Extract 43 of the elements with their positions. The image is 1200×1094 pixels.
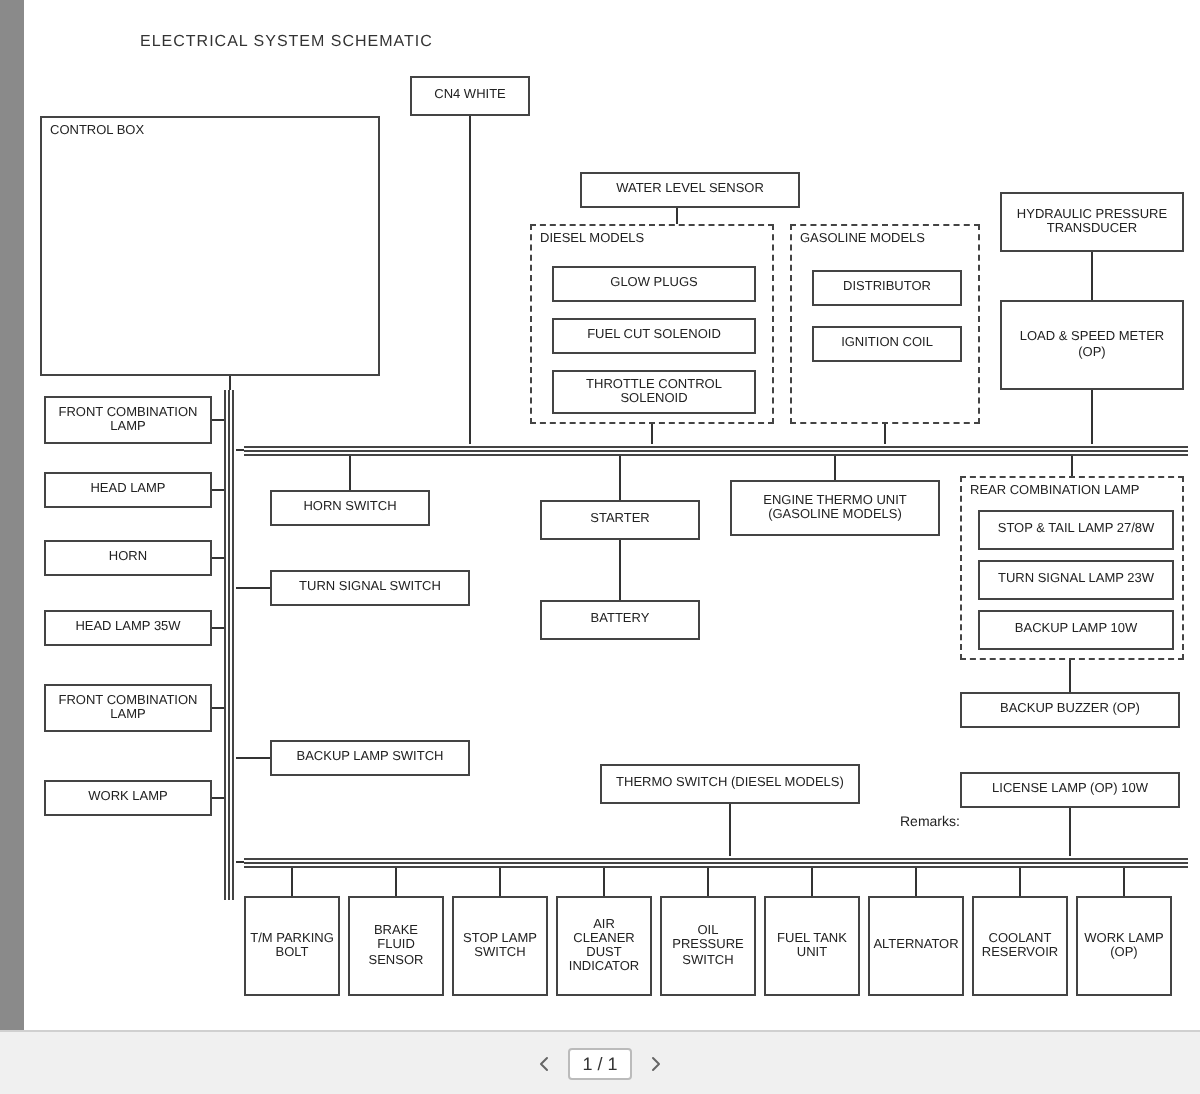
control-box-outline [40,116,380,376]
wire [291,867,293,897]
wire [235,449,245,451]
wire [834,455,836,481]
page-number-field: 1 / 1 [568,1048,632,1080]
wire [1091,389,1093,445]
wire [211,489,225,491]
wire [603,867,605,897]
wire [1091,251,1093,301]
wire [211,797,225,799]
wire [619,539,621,601]
wire [729,803,731,857]
wire [395,867,397,897]
model-group-outline [960,476,1184,660]
model-group-outline [790,224,980,424]
wire [676,207,678,225]
wire [211,707,225,709]
wire [1071,455,1073,477]
wire [1069,807,1071,857]
wire-harness [244,856,1188,868]
wire [811,867,813,897]
wire [884,423,886,445]
wire [1123,867,1125,897]
wire [229,375,231,391]
wire [349,455,351,491]
wire [235,861,245,863]
wire [1069,659,1071,693]
wire-harness [224,390,236,900]
model-group-outline [530,224,774,424]
wire [499,867,501,897]
wire [235,757,271,759]
wire [1019,867,1021,897]
wire [707,867,709,897]
wire [211,557,225,559]
wire [619,455,621,501]
wire [469,115,471,445]
diagram-title: ELECTRICAL SYSTEM SCHEMATIC [140,32,433,50]
wire-harness [244,444,1188,456]
wire [211,627,225,629]
wire [651,423,653,445]
wire [211,419,225,421]
wire [235,587,271,589]
wire [915,867,917,897]
